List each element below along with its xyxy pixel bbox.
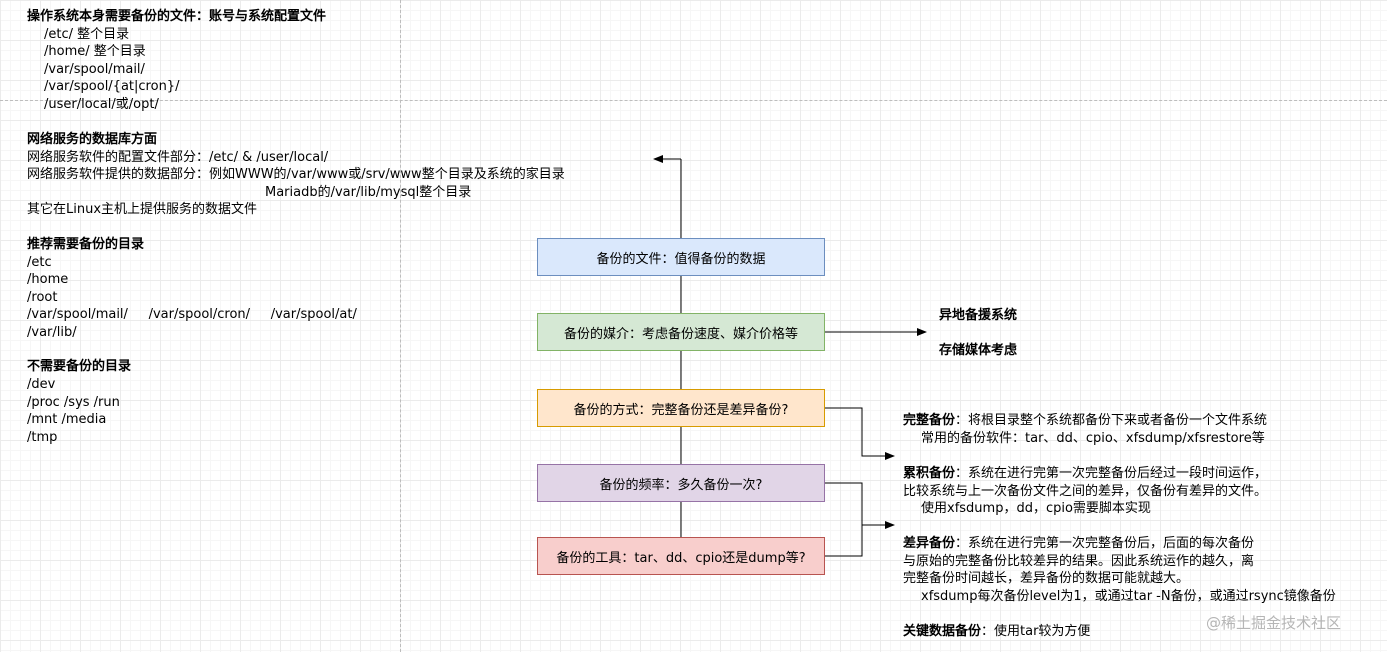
recommended-item: /root [27,290,58,305]
full-backup-title: 完整备份 [903,413,956,428]
db-other-line: 其它在Linux主机上提供服务的数据文件 [27,202,258,217]
db-data-line: 网络服务软件提供的数据部分：例如WWW的/var/www或/srv/www整个目… [27,167,565,182]
recommended-heading: 推荐需要备份的目录 [27,237,145,252]
flow-box-media: 备份的媒介：考虑备份速度、媒介价格等 [537,313,825,351]
recommended-item: /home [27,272,69,287]
os-item: /user/local/或/opt/ [44,97,159,112]
flow-box-method: 备份的方式：完整备份还是差异备份? [537,389,825,427]
watermark: @稀土掘金技术社区 [1206,614,1342,632]
guide-line-horizontal [0,100,1387,101]
recommended-item: /var/spool/mail/ /var/spool/cron/ /var/s… [27,307,357,322]
full-backup-tools: 常用的备份软件：tar、dd、cpio、xfsdump/xfsrestore等 [921,431,1265,446]
key-data-backup-title: 关键数据备份 [903,624,982,639]
os-item: /home/ 整个目录 [44,44,146,59]
os-item: /var/spool/mail/ [44,62,145,77]
flow-box-label: 备份的媒介：考虑备份速度、媒介价格等 [563,326,798,342]
not-needed-item: /tmp [27,430,58,445]
differential-backup-title: 差异备份 [903,536,956,551]
cumulative-backup-desc: ：系统在进行完第一次完整备份后经过一段时间运作， [955,466,1268,481]
os-item: /etc/ 整个目录 [44,27,130,42]
full-backup-desc: ：将根目录整个系统都备份下来或者备份一个文件系统 [955,413,1268,428]
flow-box-label: 备份的频率：多久备份一次? [599,477,763,493]
cumulative-backup-title: 累积备份 [903,466,956,481]
guide-line-vertical [400,0,401,652]
flow-box-tool: 备份的工具：tar、dd、cpio还是dump等? [537,537,825,575]
differential-backup-desc3: 完整备份时间越长，差异备份的数据可能就越大。 [903,571,1190,586]
db-mysql-line: Mariadb的/var/lib/mysql整个目录 [265,185,472,200]
differential-backup-line: 差异备份：系统在进行完第一次完整备份后，后面的每次备份 [903,535,1254,553]
cumulative-backup-line: 累积备份：系统在进行完第一次完整备份后经过一段时间运作， [903,465,1267,483]
os-section-heading: 操作系统本身需要备份的文件：账号与系统配置文件 [27,9,327,24]
not-needed-item: /mnt /media [27,412,107,427]
flow-box-frequency: 备份的频率：多久备份一次? [537,464,825,502]
key-data-backup-desc: ：使用tar较为方便 [981,624,1091,639]
media-note-remote: 异地备援系统 [939,308,1018,323]
db-config-line: 网络服务软件的配置文件部分：/etc/ & /user/local/ [27,150,329,165]
flow-box-label: 备份的工具：tar、dd、cpio还是dump等? [556,550,806,566]
key-data-backup-line: 关键数据备份：使用tar较为方便 [903,623,1090,641]
cumulative-backup-desc2: 比较系统与上一次备份文件之间的差异，仅备份有差异的文件。 [903,484,1268,499]
differential-backup-desc2: 与原始的完整备份比较差异的结果。因此系统运作的越久，离 [903,554,1255,569]
not-needed-item: /proc /sys /run [27,395,120,410]
differential-backup-tools: xfsdump每次备份level为1，或通过tar -N备份，或通过rsync镜… [921,589,1336,604]
flow-box-label: 备份的文件：值得备份的数据 [596,251,766,267]
flow-box-label: 备份的方式：完整备份还是差异备份? [573,402,789,418]
media-note-storage: 存储媒体考虑 [939,343,1018,358]
not-needed-item: /dev [27,377,56,392]
differential-backup-desc: ：系统在进行完第一次完整备份后，后面的每次备份 [955,536,1255,551]
not-needed-heading: 不需要备份的目录 [27,359,132,374]
cumulative-backup-tools: 使用xfsdump，dd，cpio需要脚本实现 [921,501,1151,516]
recommended-item: /etc [27,255,52,270]
recommended-item: /var/lib/ [27,325,77,340]
full-backup-line: 完整备份：将根目录整个系统都备份下来或者备份一个文件系统 [903,412,1267,430]
db-section-heading: 网络服务的数据库方面 [27,132,158,147]
flow-box-files: 备份的文件：值得备份的数据 [537,238,825,276]
os-item: /var/spool/{at|cron}/ [44,79,180,94]
